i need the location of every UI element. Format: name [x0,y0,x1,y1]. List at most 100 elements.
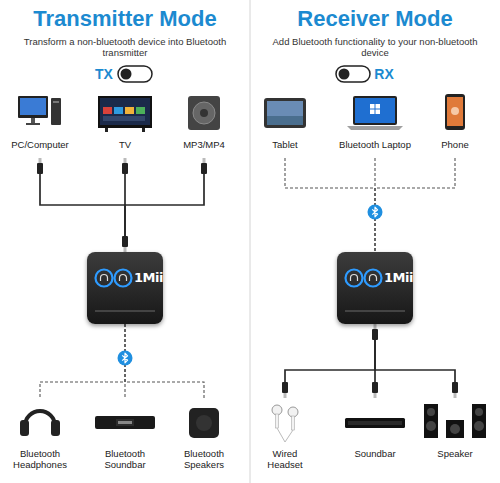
device-icon [338,398,412,444]
section-title: Transmitter Mode [0,6,250,32]
device-label: Soundbar [338,448,412,459]
illustration-shape [122,236,128,247]
device-node: Speaker [418,398,492,478]
audio-jack [37,158,43,174]
device-icon [168,92,240,138]
jack-group [37,158,458,398]
device-icon [86,398,164,444]
device-label: MP3/MP4 [168,139,240,150]
illustration-shape [277,428,293,442]
device-node: MP3/MP4 [168,92,240,158]
illustration-shape [98,96,152,128]
device-label: Bluetooth Speakers [168,448,240,470]
illustration-shape [365,270,382,287]
bluetooth-link [375,158,455,252]
audio-jack [122,158,128,174]
illustration-shape [452,382,458,393]
illustration-shape [351,275,358,282]
illustration-shape [272,405,282,415]
illustration-shape [376,104,381,109]
illustration-shape [201,163,207,174]
device-icon [252,92,318,138]
illustration-shape [276,414,279,428]
device-label: Speaker [418,448,492,459]
illustration-shape [142,128,145,132]
illustration-shape [447,97,463,126]
adapter-illustration [337,252,413,324]
illustration-shape [95,310,155,312]
illustration-shape [345,310,405,312]
illustration-shape [121,69,132,80]
illustration-shape [193,102,215,124]
illustration-shape [374,324,377,329]
device-icon [257,398,313,444]
illustration-shape [475,408,483,416]
illustration-shape [374,393,377,398]
device-icon [334,92,416,138]
audio-jack [282,382,288,398]
illustration-shape [372,207,377,217]
audio-cable [125,158,204,252]
audio-jack [372,382,378,398]
audio-jack [452,382,458,398]
illustration-shape [103,107,112,114]
illustration-shape [203,158,206,163]
illustration-shape [292,416,295,430]
illustration-shape [472,404,486,438]
toggle-switch [336,66,370,82]
illustration-shape [51,420,60,436]
device-node: TV [88,92,162,158]
device-icon [88,92,162,138]
illustration-shape [372,329,378,340]
illustration-shape [288,407,298,417]
illustration-shape [336,66,370,82]
device-label: Bluetooth Laptop [334,139,416,150]
illustration-shape [446,420,464,438]
illustration-shape [39,158,42,163]
illustration-shape [122,163,128,174]
illustration-shape [115,270,132,287]
illustration-shape [267,116,303,125]
audio-cable [375,324,455,398]
illustration-shape [118,421,132,424]
adapter-box: 1Mii [87,252,163,324]
section-title: Receiver Mode [250,6,500,32]
device-icon [4,398,76,444]
illustration-shape [120,275,127,282]
device-node: Phone [420,92,490,158]
illustration-shape [26,123,40,125]
illustration-shape [370,104,375,109]
illustration-shape [264,98,306,128]
illustration-shape [474,421,484,431]
device-node: Bluetooth Soundbar [86,398,164,478]
illustration-shape [18,96,48,118]
edge-layer [40,158,455,398]
illustration-shape [124,158,127,163]
device-label: TV [88,139,162,150]
device-node: Bluetooth Laptop [334,92,416,158]
device-node: Tablet [252,92,318,158]
audio-cable [285,324,375,398]
illustration-shape [368,205,383,220]
device-node: Soundbar [338,398,412,478]
illustration-shape [188,96,220,130]
illustration-shape [116,419,134,426]
mode-label: TX [92,66,116,82]
illustration-shape [451,107,459,115]
device-node: Wired Headset [257,398,313,478]
illustration-shape [105,128,108,132]
bluetooth-link [40,324,125,398]
toggle-switch [118,66,152,82]
section-subtitle: Add Bluetooth functionality to your non-… [272,36,478,58]
bluetooth-link [125,324,204,398]
device-icon [420,92,490,138]
bluetooth-symbol [368,205,383,220]
illustration-shape [347,126,403,130]
illustration-shape [51,98,61,125]
device-label: Bluetooth Soundbar [86,448,164,470]
illustration-shape [370,110,375,115]
device-icon [6,92,74,138]
device-node: PC/Computer [6,92,74,158]
